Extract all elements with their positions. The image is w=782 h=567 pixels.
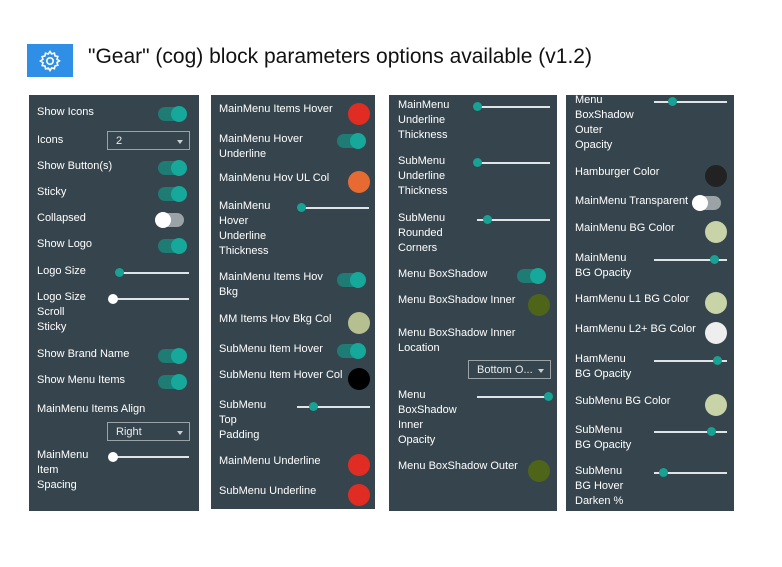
submenu-bg-color-swatch[interactable] [705,394,727,416]
menu-boxshadow-outer-label: Menu BoxShadow Outer [398,460,518,472]
show-icons-label: Show Icons [37,106,94,118]
show-menu-items-toggle[interactable] [158,374,187,390]
show-buttons-toggle[interactable] [158,160,187,176]
item-spacing-slider[interactable] [108,452,189,462]
logo-size-scroll-sticky-slider[interactable] [108,294,189,304]
logo-size-label: Logo Size [37,265,86,277]
hover-ul-thickness-slider[interactable] [297,203,369,212]
menu-boxshadow-label: Menu BoxShadow [398,268,488,280]
hov-ul-col-label: MainMenu Hov UL Col [219,172,330,184]
collapsed-label: Collapsed [37,212,86,224]
hammenu-l1-bg-color-label: HamMenu L1 BG Color [575,293,690,305]
submenu-underline-label: SubMenu Underline [219,485,317,497]
hammenu-l2-bg-color-swatch[interactable] [705,322,727,344]
panel-hover: MainMenu Items Hover MainMenu Hover Unde… [211,95,375,509]
mainmenu-bg-opacity-label: MainMenu BG Opacity [575,252,632,279]
submenu-top-padding-slider[interactable] [297,402,370,411]
menu-boxshadow-toggle[interactable] [517,268,546,284]
sm-underline-thickness-label: SubMenu Underline Thickness [398,155,448,197]
hover-ul-thickness-label: MainMenu Hover Underline Thickness [219,200,271,257]
panel-colors: Menu BoxShadow Outer Opacity Hamburger C… [566,94,734,511]
sm-rounded-corners-slider[interactable] [477,215,550,224]
hamburger-color-label: Hamburger Color [575,166,660,178]
mm-underline-thickness-label: MainMenu Underline Thickness [398,99,450,141]
submenu-item-hover-label: SubMenu Item Hover [219,343,323,355]
mm-items-hov-bkg-col-label: MM Items Hov Bkg Col [219,313,332,325]
show-menu-items-label: Show Menu Items [37,374,126,386]
items-align-select[interactable]: Right [107,422,190,441]
hammenu-l2-bg-color-label: HamMenu L2+ BG Color [575,323,696,335]
items-align-select-value: Right [116,426,142,438]
sm-rounded-corners-label: SubMenu Rounded Corners [398,212,446,254]
outer-opacity-slider[interactable] [654,97,727,106]
hammenu-l1-bg-color-swatch[interactable] [705,292,727,314]
mainmenu-bg-opacity-slider[interactable] [654,255,727,264]
inner-location-select[interactable]: Bottom O... [468,360,551,379]
chevron-down-icon [177,140,183,144]
gear-icon [39,49,61,72]
chevron-down-icon [538,369,544,373]
sticky-label: Sticky [37,186,67,198]
mainmenu-bg-color-swatch[interactable] [705,221,727,243]
panel-submenu-shadow: MainMenu Underline Thickness SubMenu Und… [389,95,557,511]
submenu-item-hover-color-swatch[interactable] [348,368,370,390]
boxshadow-inner-color-swatch[interactable] [528,294,550,316]
hover-underline-label: MainMenu Hover Underline [219,133,303,160]
submenu-bg-color-label: SubMenu BG Color [575,395,671,407]
show-logo-label: Show Logo [37,238,93,250]
show-brand-name-toggle[interactable] [158,348,187,364]
mainmenu-transparent-label: MainMenu Transparent [575,195,689,207]
panel-general: Show Icons Icons 2 Show Button(s) Sticky… [29,95,199,511]
mainmenu-bg-color-label: MainMenu BG Color [575,222,675,234]
items-hov-bkg-label: MainMenu Items Hov Bkg [219,271,323,298]
mainmenu-underline-color-swatch[interactable] [348,454,370,476]
submenu-item-hover-col-label: SubMenu Item Hover Col [219,369,343,381]
show-icons-toggle[interactable] [158,106,187,122]
submenu-item-hover-toggle[interactable] [337,343,366,359]
show-logo-toggle[interactable] [158,238,187,254]
submenu-bg-opacity-label: SubMenu BG Opacity [575,424,632,451]
mainmenu-underline-label: MainMenu Underline [219,455,321,467]
inner-location-label: Menu BoxShadow Inner Location [398,327,516,354]
items-hov-bkg-toggle[interactable] [337,272,366,288]
outer-opacity-label: Menu BoxShadow Outer Opacity [575,94,634,151]
gear-icon-badge [27,44,73,77]
sticky-toggle[interactable] [158,186,187,202]
inner-opacity-slider[interactable] [477,392,553,401]
boxshadow-outer-color-swatch[interactable] [528,460,550,482]
collapsed-toggle[interactable] [155,212,184,228]
chevron-down-icon [177,431,183,435]
hammenu-bg-opacity-slider[interactable] [654,356,727,365]
menu-boxshadow-inner-label: Menu BoxShadow Inner [398,294,516,306]
logo-size-slider[interactable] [115,268,189,277]
show-buttons-label: Show Button(s) [37,160,113,172]
items-hover-label: MainMenu Items Hover [219,103,333,115]
sm-underline-thickness-slider[interactable] [473,158,550,167]
icons-select-value: 2 [116,135,123,147]
mainmenu-item-spacing-label: MainMenu Item Spacing [37,449,89,491]
items-hov-bkg-color-swatch[interactable] [348,312,370,334]
inner-opacity-label: Menu BoxShadow Inner Opacity [398,389,457,446]
mm-underline-thickness-slider[interactable] [473,102,550,111]
page-title: "Gear" (cog) block parameters options av… [88,45,592,68]
icons-select[interactable]: 2 [107,131,190,150]
inner-location-select-value: Bottom O... [477,364,533,376]
mainmenu-items-align-label: MainMenu Items Align [37,403,146,415]
hamburger-color-swatch[interactable] [705,165,727,187]
hammenu-bg-opacity-label: HamMenu BG Opacity [575,353,632,380]
submenu-bg-hover-darken-label: SubMenu BG Hover Darken % [575,465,624,507]
icons-label: Icons [37,134,64,146]
submenu-bg-hover-darken-slider[interactable] [654,468,727,477]
submenu-top-padding-label: SubMenu Top Padding [219,399,267,441]
items-hover-color-swatch[interactable] [348,103,370,125]
hov-ul-color-swatch[interactable] [348,171,370,193]
hover-underline-toggle[interactable] [337,133,366,149]
logo-size-scroll-sticky-label: Logo Size Scroll Sticky [37,291,86,333]
submenu-underline-color-swatch[interactable] [348,484,370,506]
mainmenu-transparent-toggle[interactable] [692,195,721,211]
submenu-bg-opacity-slider[interactable] [654,427,727,436]
show-brand-name-label: Show Brand Name [37,348,130,360]
